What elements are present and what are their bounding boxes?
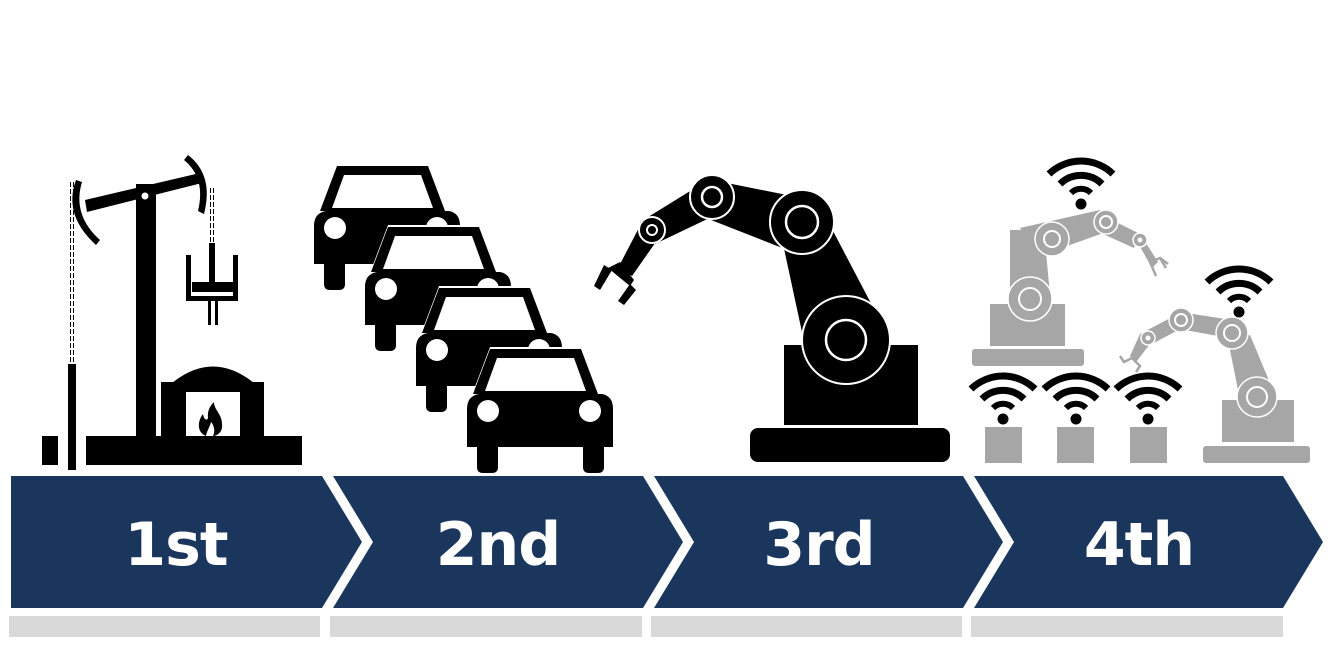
description-bar-2 xyxy=(330,616,642,637)
description-bar-1 xyxy=(9,616,320,637)
description-bar-4 xyxy=(971,616,1283,637)
chevron-1 xyxy=(11,476,362,608)
stage-label-1: 1st xyxy=(124,510,228,580)
stage-label-3: 3rd xyxy=(763,510,875,580)
stage-label-2: 2nd xyxy=(435,510,561,580)
chevron-3 xyxy=(654,476,1003,608)
description-bar-3 xyxy=(651,616,962,637)
chevron-4 xyxy=(974,476,1323,608)
chevron-2 xyxy=(333,476,683,608)
stage-label-4: 4th xyxy=(1083,510,1195,580)
